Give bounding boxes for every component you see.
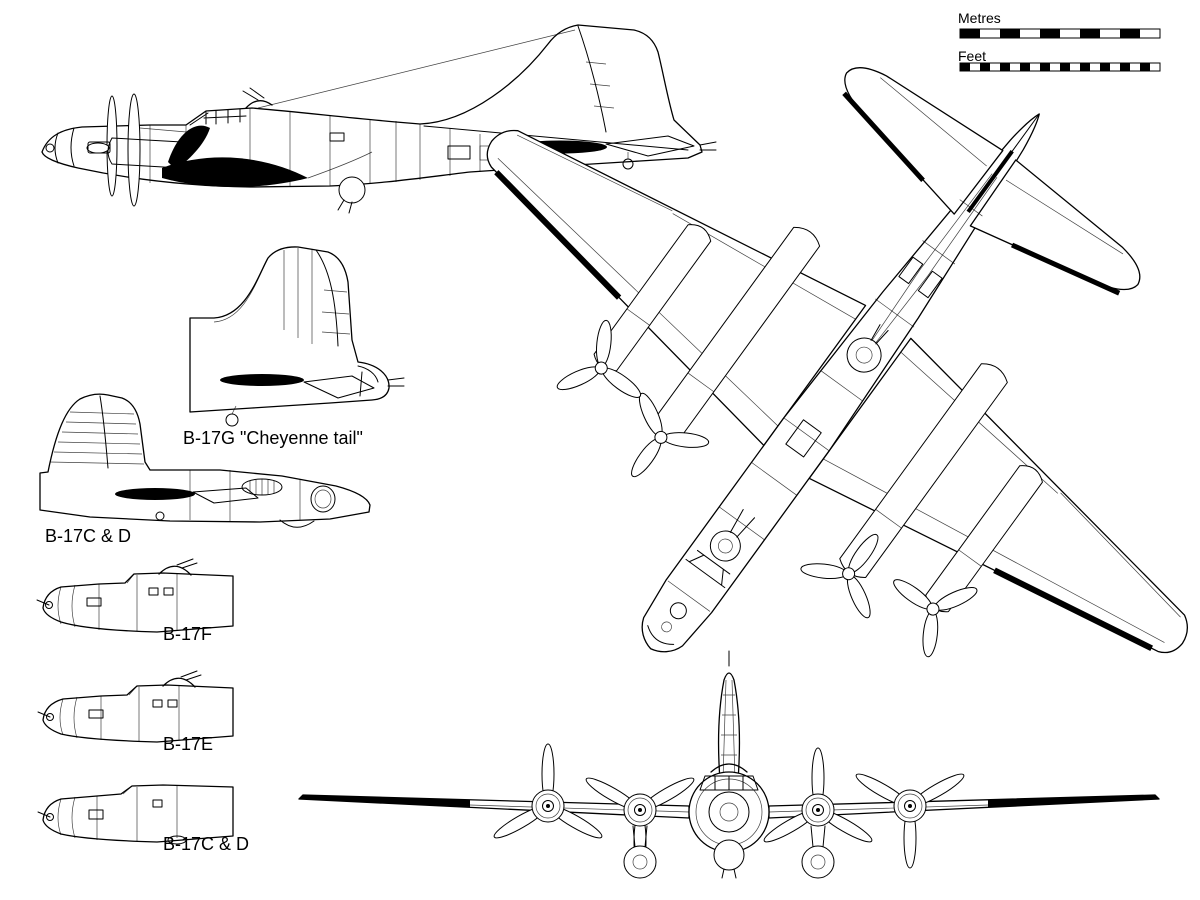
front-fuselage xyxy=(688,763,770,853)
front-landing-gear xyxy=(623,825,835,879)
front-left-deicer-boot xyxy=(299,795,470,807)
front-view-drawing xyxy=(298,650,1160,879)
nose-f-label: B-17F xyxy=(163,624,213,644)
side-top-turret xyxy=(242,87,273,109)
early-stabilizer-lens xyxy=(115,488,195,500)
plan-radio-hatch xyxy=(785,419,822,458)
cheyenne-stabilizer-lens xyxy=(220,374,304,386)
front-fin xyxy=(717,650,741,781)
plan-waist-window-right xyxy=(917,270,943,299)
plan-propellers xyxy=(556,319,978,658)
plan-nacelles xyxy=(593,224,1043,613)
feet-scalebar xyxy=(959,62,1161,72)
side-wing xyxy=(162,157,308,187)
early-gun-blister xyxy=(241,478,283,496)
cheyenne-tail-label: B-17G "Cheyenne tail" xyxy=(183,428,363,448)
side-view-drawing xyxy=(41,24,717,214)
feet-label: Feet xyxy=(958,48,987,64)
nose-f-drawing xyxy=(36,558,234,633)
front-right-deicer-boot xyxy=(988,795,1159,807)
early-tail-drawing xyxy=(39,393,371,528)
plan-astrodome xyxy=(669,602,687,620)
plan-waist-window-left xyxy=(898,256,924,285)
nose-cd-drawing xyxy=(37,784,234,845)
plan-top-turret xyxy=(709,509,756,562)
plan-fin xyxy=(966,150,1014,214)
plan-wing-deicer-boots xyxy=(494,170,1153,651)
metres-label: Metres xyxy=(958,10,1001,26)
side-propellers xyxy=(86,93,210,207)
cheyenne-tail-drawing xyxy=(189,246,405,427)
nose-e-label: B-17E xyxy=(163,734,214,754)
side-prop-blade xyxy=(168,125,210,170)
nose-e-drawing xyxy=(37,670,234,743)
nose-cd-label: B-17C & D xyxy=(163,834,250,854)
plan-tail-deicer-boots xyxy=(842,91,1121,296)
front-propellers xyxy=(493,743,965,873)
plan-ball-turret xyxy=(846,324,889,373)
side-ball-turret xyxy=(337,176,366,214)
metres-scalebar xyxy=(959,28,1161,39)
front-ball-turret xyxy=(713,839,745,879)
tail-cd-label: B-17C & D xyxy=(45,526,132,546)
plan-view-drawing xyxy=(486,67,1188,658)
